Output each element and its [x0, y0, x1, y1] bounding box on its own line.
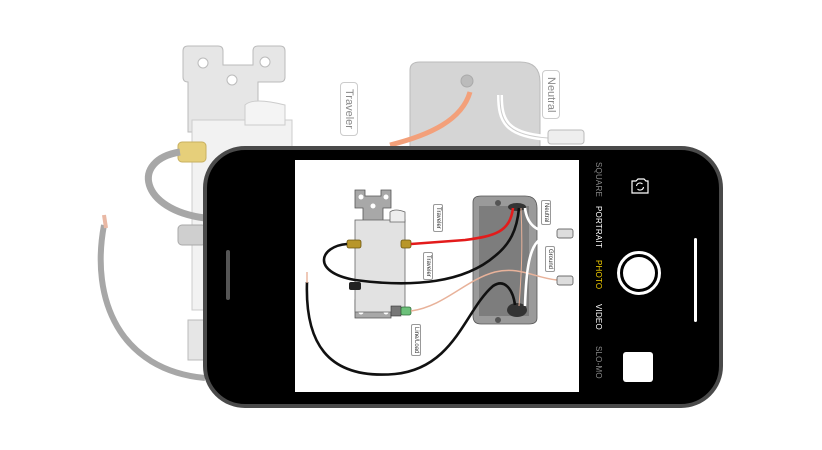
red-traveler-wire — [410, 207, 515, 246]
switch-body — [354, 219, 406, 313]
white-neutral-wire — [523, 207, 558, 236]
phone-frame: Traveler Traveler Neutral Ground Line/Lo… — [203, 146, 723, 408]
bg-switch-strap — [182, 45, 286, 133]
mode-slo-mo[interactable]: SLO-MO — [594, 346, 603, 379]
camera-flip-icon[interactable] — [630, 177, 650, 195]
copper-ground-wire — [410, 269, 558, 312]
bg-junction-box — [409, 61, 541, 153]
mode-portrait[interactable]: PORTRAIT — [594, 206, 603, 248]
bg-label-neutral: Neutral — [542, 70, 560, 120]
neutral-wire-nut — [556, 228, 574, 239]
mode-photo[interactable]: PHOTO — [594, 260, 603, 290]
viewfinder-wiring-diagram — [305, 189, 574, 376]
phone-side-button — [226, 250, 230, 300]
label-traveler-2: Traveler — [423, 252, 433, 280]
bg-screw — [177, 224, 207, 246]
brass-screw-right — [400, 239, 412, 249]
camera-viewfinder: Traveler Traveler Neutral Ground Line/Lo… — [295, 160, 579, 392]
last-photo-thumbnail[interactable] — [623, 352, 653, 382]
label-ground: Ground — [545, 246, 555, 273]
bg-brass-screw — [177, 141, 207, 163]
label-line-load: Line/Load — [411, 324, 421, 357]
green-screw — [400, 306, 412, 316]
home-indicator-bar[interactable] — [694, 238, 697, 322]
label-neutral: Neutral — [541, 200, 551, 226]
label-traveler-1: Traveler — [433, 204, 443, 232]
shutter-button[interactable] — [617, 251, 661, 295]
mode-video[interactable]: VIDEO — [594, 304, 603, 330]
ground-wire-nut — [556, 275, 574, 286]
black-line-load-wire — [305, 281, 517, 376]
mode-square[interactable]: SQUARE — [594, 162, 603, 197]
dark-screw — [349, 282, 361, 290]
black-traveler-wire — [322, 207, 521, 285]
brass-screw-left — [346, 239, 362, 249]
bg-label-traveler: Traveler — [340, 82, 358, 136]
